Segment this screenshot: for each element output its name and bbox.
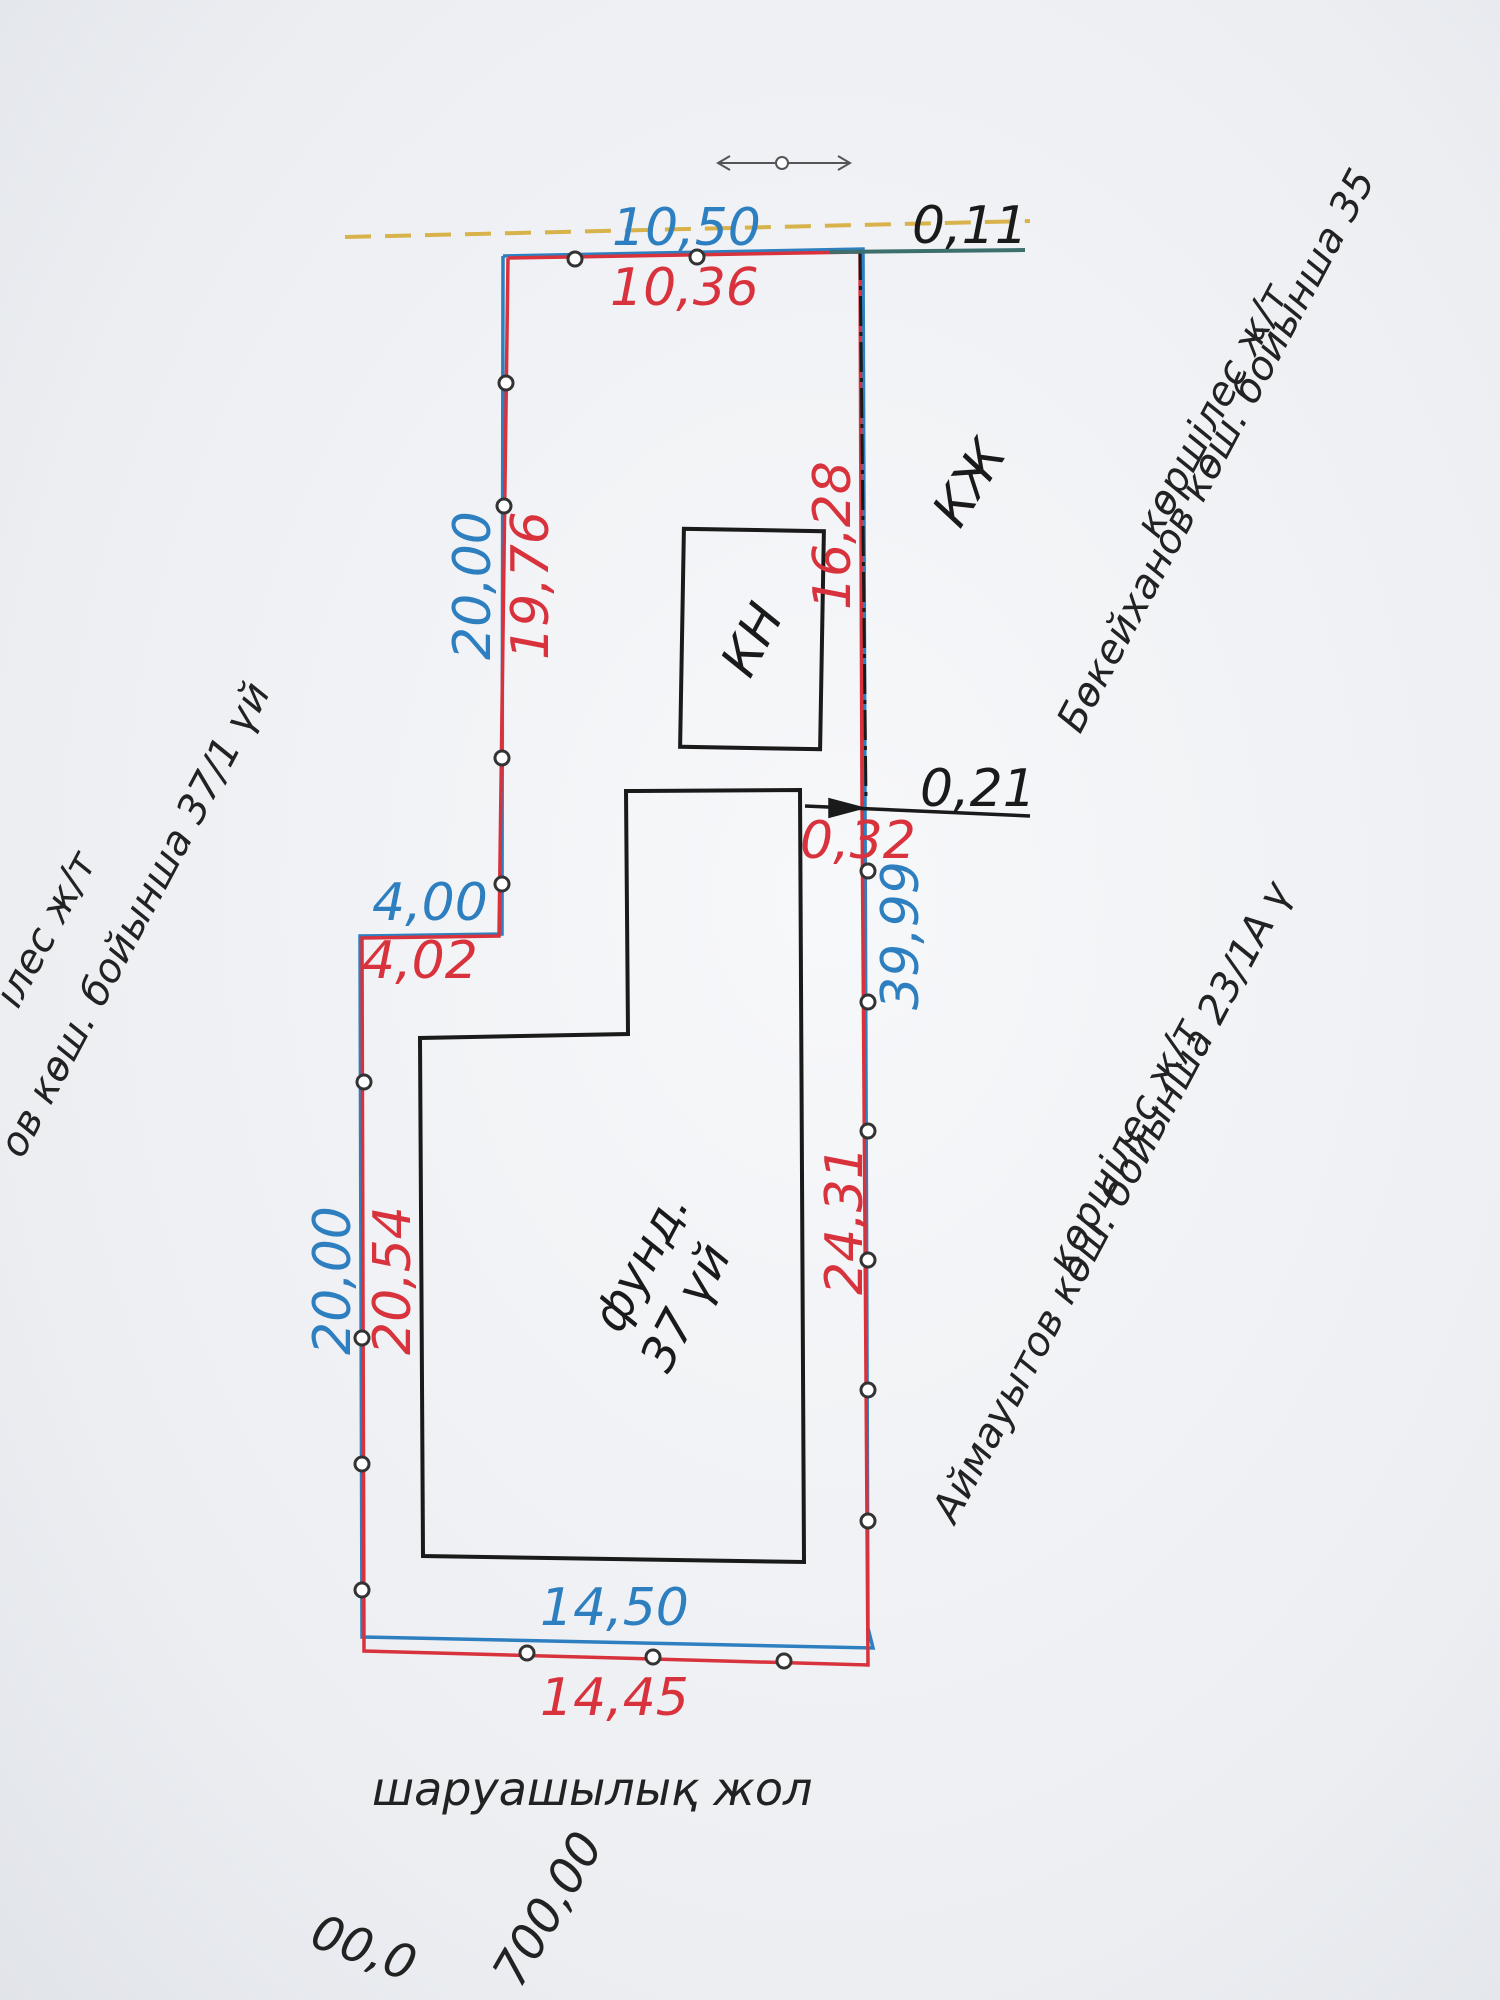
dim-left-lower-red: 20,54 [363, 1206, 423, 1355]
dim-right-mid-red: 0,32 [800, 811, 916, 871]
dim-top-red: 10,36 [610, 258, 759, 318]
dim-step-red: 4,02 [362, 931, 478, 991]
building-main-foundation [417, 787, 807, 1565]
dim-left-upper-red: 19,76 [501, 511, 561, 660]
dim-right-lower-red: 24,31 [815, 1146, 875, 1295]
orientation-arrow-icon [716, 155, 852, 171]
dim-top-right-black: 0,11 [912, 196, 1028, 256]
building-kn-label: КН [709, 594, 795, 686]
street-boundary-line [344, 219, 1031, 239]
dim-step-blue: 4,00 [372, 873, 488, 933]
building-kn [678, 526, 826, 752]
dim-top-blue: 10,50 [612, 198, 761, 258]
neighbor-kzh-label: КЖ [921, 428, 1019, 536]
legal-boundary-blue [358, 247, 876, 1650]
fence-top [829, 248, 1026, 254]
bottom-fragment-2: 700,00 [482, 1823, 614, 1996]
road-label: шаруашылық жол [372, 1762, 812, 1816]
dim-bottom-blue: 14,50 [540, 1578, 689, 1638]
offset-arrow [804, 797, 1031, 819]
boundary-points [353, 248, 877, 1670]
bottom-fragment-1: 00,0 [304, 1904, 424, 1993]
dim-right-blue: 39,99 [871, 861, 931, 1010]
dim-right-upper-red: 16,28 [803, 461, 863, 610]
dim-left-lower-blue: 20,00 [303, 1206, 363, 1355]
dim-left-upper-blue: 20,00 [443, 511, 503, 660]
neighbor-right-bottom-line2: Аймауытов көш. бойынша 23/1А ү [922, 873, 1302, 1533]
dim-bottom-red: 14,45 [540, 1668, 689, 1728]
neighbor-right-top-line2: Бөкейханов көш. бойынша 35 [1048, 162, 1384, 740]
dim-right-mid-black: 0,21 [920, 759, 1036, 819]
